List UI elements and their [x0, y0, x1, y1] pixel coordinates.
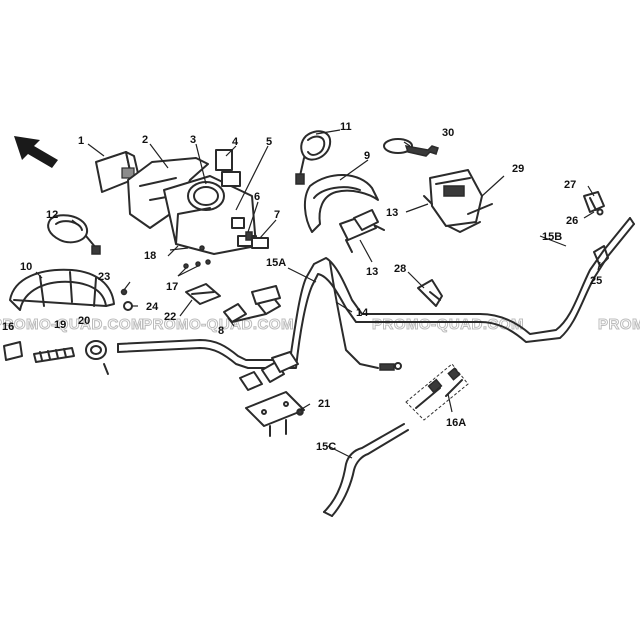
callout-12: 12	[46, 209, 58, 221]
callout-25: 25	[590, 275, 602, 287]
callout-10: 10	[20, 261, 32, 273]
callout-3: 3	[190, 134, 196, 146]
callout-15A: 15A	[266, 257, 286, 269]
callout-2: 2	[142, 134, 148, 146]
callout-28: 28	[394, 263, 406, 275]
part-right-mirror	[295, 130, 332, 185]
callout-labels: 1 2 3 4 5 6 7 8 9 10 11 12 13 13 14 15A …	[2, 121, 602, 453]
part-left-mirror	[47, 214, 101, 255]
callout-16A: 16A	[446, 417, 466, 429]
part-headlight-housing	[127, 149, 257, 255]
callout-30: 30	[442, 127, 454, 139]
callout-13-upper: 13	[386, 207, 398, 219]
callout-23: 23	[98, 271, 110, 283]
callout-26: 26	[566, 215, 578, 227]
part-ignition-key	[383, 138, 439, 157]
callout-11: 11	[340, 121, 352, 133]
callout-17: 17	[166, 281, 178, 293]
watermark-text-2: PROMO-QUAD.COM	[142, 316, 294, 333]
callout-20: 20	[78, 315, 90, 327]
callout-13-lower: 13	[366, 266, 378, 278]
part-switch-box	[423, 169, 493, 233]
callout-8: 8	[218, 325, 224, 337]
part-small-bracket	[583, 191, 605, 216]
part-bolt-kit	[405, 363, 469, 421]
callout-24: 24	[146, 301, 159, 313]
part-throttle-cable	[329, 261, 402, 371]
part-throttle-lever	[339, 209, 385, 253]
front-arrow-icon	[14, 136, 58, 168]
part-hand-guard-left	[9, 268, 115, 311]
callout-15B: 15B	[542, 231, 562, 243]
part-handlebar	[117, 217, 635, 369]
watermark: PROMO-QUAD.COM PROMO-QUAD.COM PROMO-QUAD…	[0, 316, 640, 334]
callout-9: 9	[364, 150, 370, 162]
part-lower-handlebar	[323, 423, 409, 517]
watermark-text-3: PROMO-QUAD.COM	[372, 316, 524, 333]
callout-6: 6	[254, 191, 260, 203]
callout-19: 19	[54, 319, 66, 331]
part-fasteners	[120, 245, 303, 415]
callout-4: 4	[232, 136, 239, 148]
callout-1: 1	[78, 135, 84, 147]
part-riser-clamps	[185, 283, 281, 323]
leader-lines	[35, 129, 601, 459]
callout-16: 16	[2, 321, 14, 333]
watermark-text-4: PROMO-	[598, 316, 640, 333]
part-grip-assembly	[3, 340, 109, 375]
callout-5: 5	[266, 136, 272, 148]
callout-14: 14	[356, 307, 369, 319]
callout-27: 27	[564, 179, 576, 191]
callout-22: 22	[164, 311, 176, 323]
callout-21: 21	[318, 398, 330, 410]
callout-29: 29	[512, 163, 524, 175]
part-base-plate	[239, 351, 305, 437]
watermark-text-1: PROMO-QUAD.COM	[0, 316, 144, 333]
callout-15C: 15C	[316, 441, 336, 453]
part-hand-guard-right	[304, 173, 379, 233]
callout-7: 7	[274, 209, 280, 221]
part-lever-switch	[417, 279, 443, 307]
callout-18: 18	[144, 250, 156, 262]
